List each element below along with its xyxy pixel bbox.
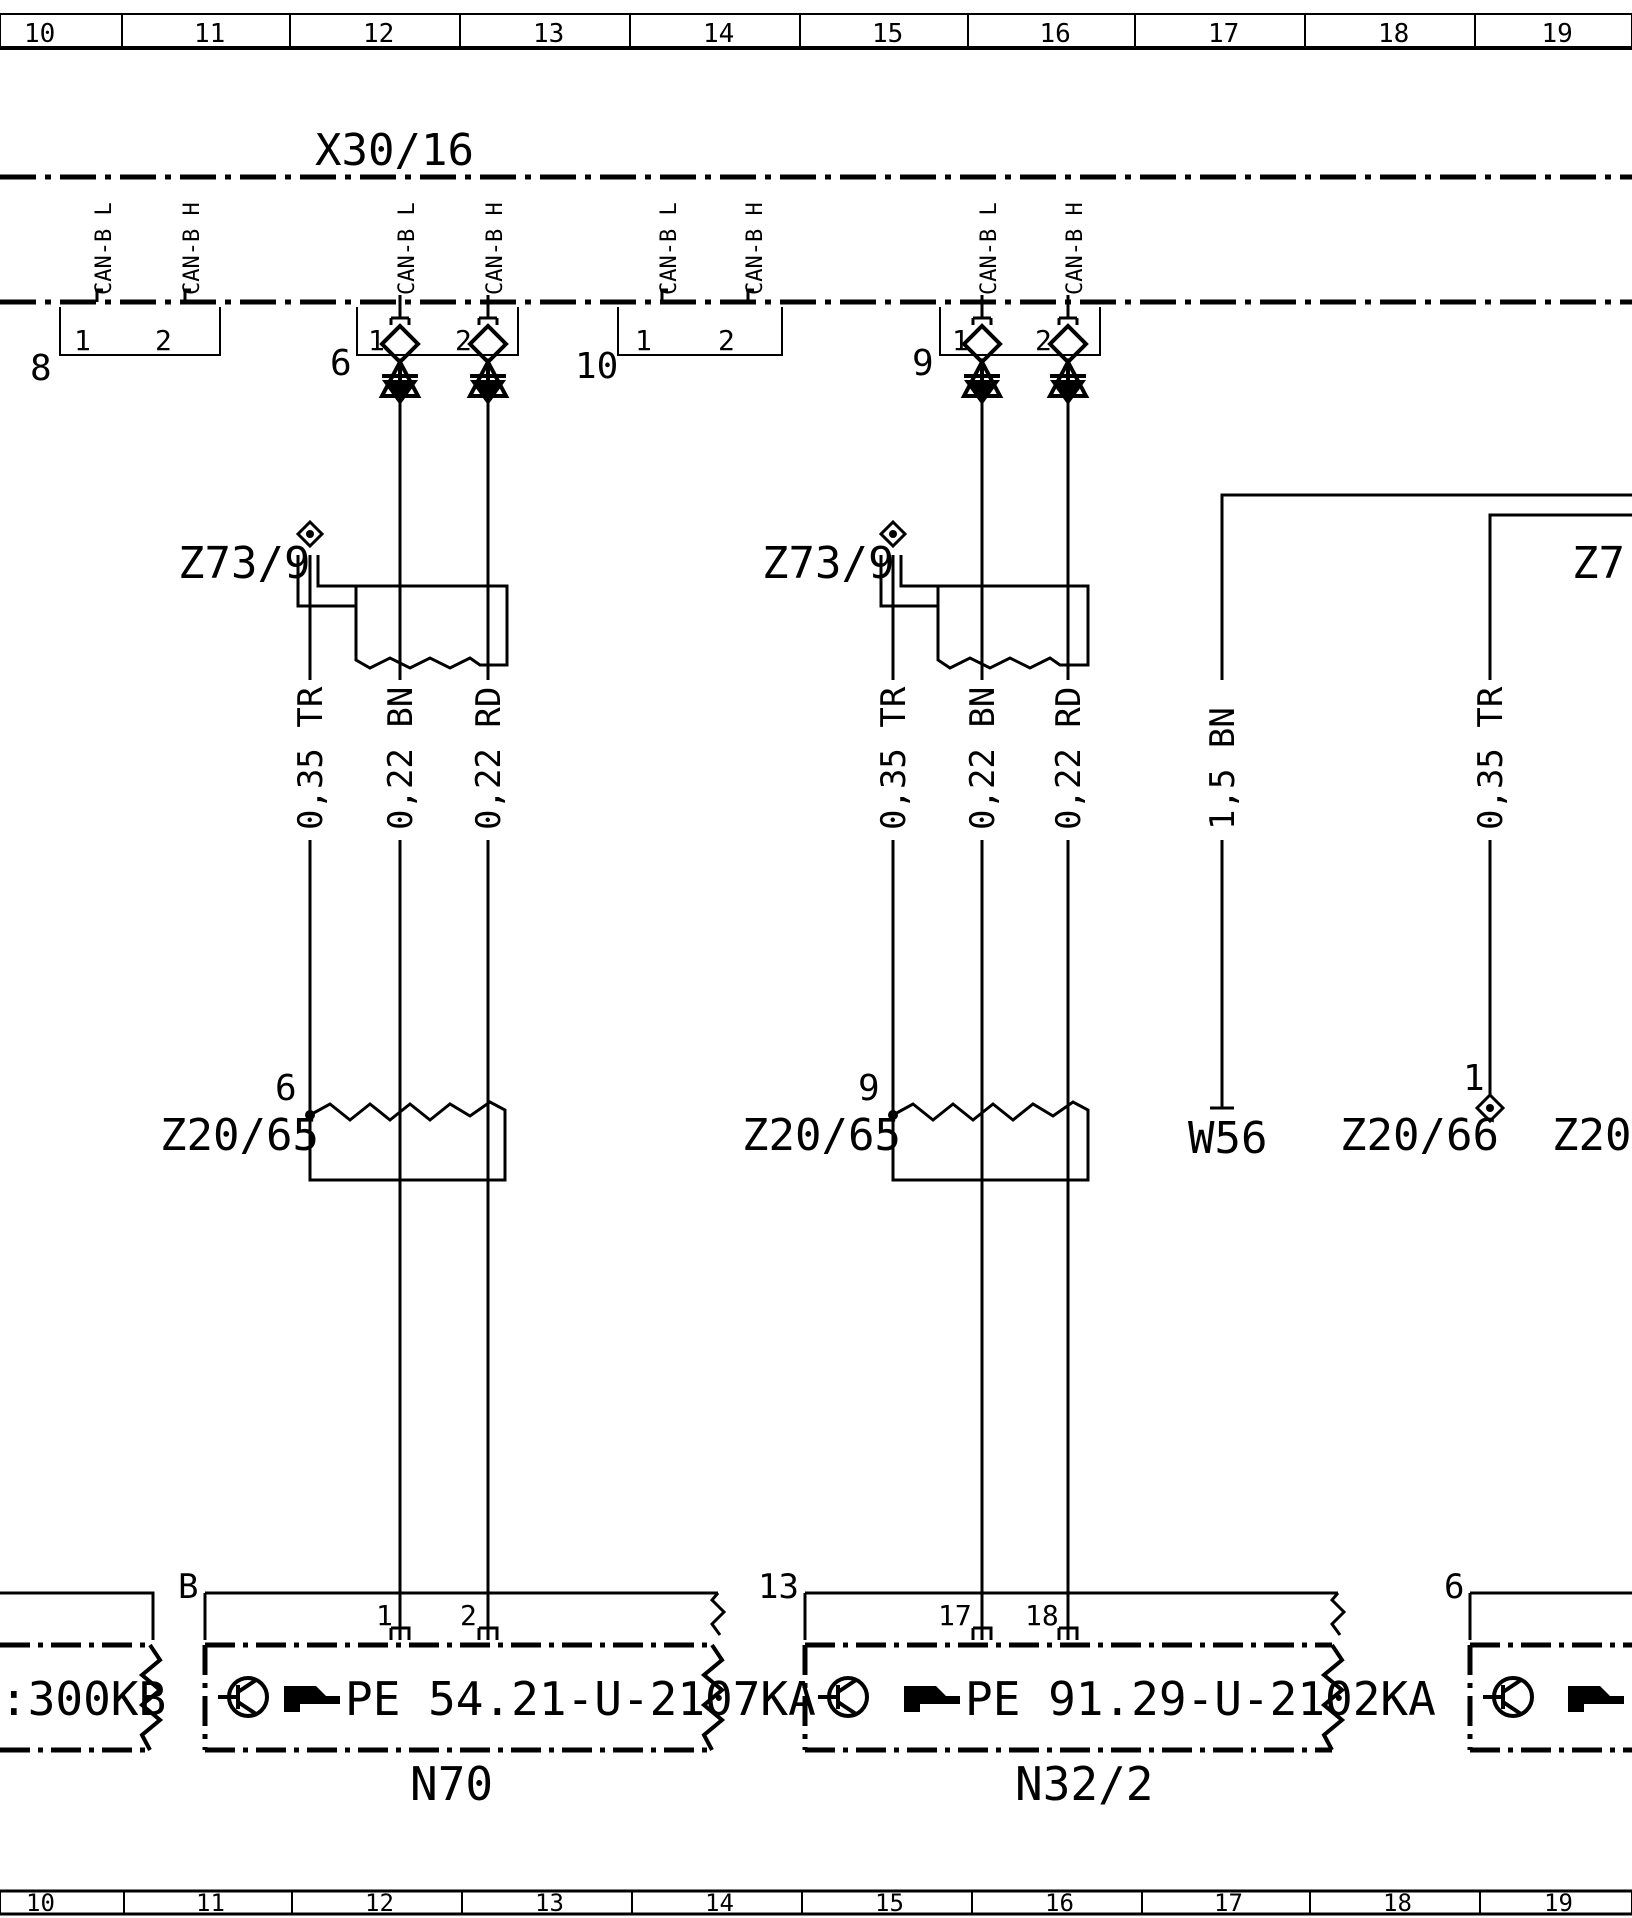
grid-top-label: 12	[363, 19, 394, 49]
module-partial-right: 6	[1444, 1567, 1632, 1753]
grid-bottom-label: 17	[1214, 1889, 1243, 1917]
transistor-icon	[218, 1676, 269, 1718]
z20-partial-label: Z20,	[1552, 1110, 1632, 1161]
z20-pin-left: 6	[275, 1068, 297, 1109]
grid-top-label: 17	[1208, 19, 1239, 49]
module-n70-pin-1: 1	[376, 1599, 393, 1632]
pin-block-8: 8 1 2	[30, 288, 221, 389]
block-number-6: 6	[330, 343, 352, 384]
module-n70-pin-2: 2	[460, 1599, 477, 1632]
can-b-label: CAN-B L	[657, 202, 682, 295]
grid-top-label: 16	[1040, 19, 1071, 49]
block-number-8: 8	[30, 348, 52, 389]
wire-label: 0,22 BN	[963, 687, 1003, 830]
module-n32-2-pin-17: 17	[938, 1599, 972, 1632]
transistor-icon	[818, 1676, 869, 1718]
w56-label: W56	[1188, 1113, 1267, 1164]
grid-bottom-label: 10	[26, 1889, 55, 1917]
wire-label: 1,5 BN	[1203, 707, 1243, 830]
module-partial-left: :300KB	[0, 1591, 166, 1753]
wire-label: 0,35 TR	[874, 686, 914, 830]
left-partial-ref: :300KB	[0, 1672, 166, 1726]
block-10-pin-1: 1	[635, 324, 652, 357]
grid-bottom-label: 16	[1045, 1889, 1074, 1917]
z20-pin-mid: 9	[858, 1068, 880, 1109]
wire-label: 0,22 RD	[1049, 687, 1089, 830]
block-8-pin-2: 2	[155, 324, 172, 357]
z20-66-pin: 1	[1463, 1058, 1485, 1099]
block-6-pin-2: 2	[455, 324, 472, 357]
pin-block-9: 9 1 2	[912, 307, 1101, 384]
grid-top-label: 18	[1378, 19, 1409, 49]
can-b-label: CAN-B H	[180, 202, 205, 295]
grid-bottom-label: 11	[196, 1889, 225, 1917]
module-n32-2-corner: 13	[758, 1567, 799, 1607]
z20-label-left: Z20/65	[160, 1110, 319, 1161]
block-number-10: 10	[575, 346, 618, 387]
block-6-pin-1: 1	[368, 324, 385, 357]
block-9-pin-2: 2	[1035, 324, 1052, 357]
grid-top-label: 15	[872, 19, 903, 49]
grid-top-label: 10	[24, 19, 55, 49]
grid-bottom-label: 15	[875, 1889, 904, 1917]
module-n70-ref: PE 54.21-U-2107KA	[345, 1672, 816, 1726]
grid-ruler-bottom: 10 11 12 13 14 15 16 17 18 19	[0, 1889, 1632, 1917]
reference-pointer-icon	[1568, 1686, 1624, 1712]
block-9-pin-1: 1	[952, 324, 969, 357]
block-10-pin-2: 2	[718, 324, 735, 357]
wire-group-n70: Z73/9 6 Z20/65 0,35 TR 0,22 BN 0,22 RD	[160, 295, 510, 1640]
grid-bottom-label: 14	[705, 1889, 734, 1917]
wire-label: 0,22 BN	[381, 687, 421, 830]
can-b-label: CAN-B L	[92, 202, 117, 295]
wire-group-n32-2: Z73/9 9 Z20/65 0,35 TR 0,22 BN 0,22 RD	[742, 295, 1090, 1640]
transistor-icon	[1483, 1676, 1534, 1718]
module-n70-name: N70	[410, 1757, 493, 1811]
z73-terminal-mid	[878, 519, 908, 549]
grid-bottom-label: 19	[1544, 1889, 1573, 1917]
pin-block-6: 6 1 2	[330, 307, 519, 384]
module-n32-2: 13 17 18 PE 91.29-U-2102KA N32/2	[758, 1567, 1436, 1811]
block-number-9: 9	[912, 343, 934, 384]
module-n32-2-name: N32/2	[1015, 1757, 1153, 1811]
grid-bottom-label: 13	[535, 1889, 564, 1917]
grid-top-label: 14	[703, 19, 734, 49]
wire-z20-66: 1 Z20/66 0,35 TR	[1340, 513, 1632, 1161]
wire-label: 0,35 TR	[291, 686, 331, 830]
can-b-label: CAN-B H	[743, 202, 768, 295]
z73-partial-label: Z7	[1572, 538, 1625, 589]
grid-bottom-label: 18	[1383, 1889, 1412, 1917]
can-b-label: CAN-B L	[977, 202, 1002, 295]
grid-top-label: 13	[533, 19, 564, 49]
wire-w56: W56 1,5 BN	[1188, 493, 1632, 1164]
can-b-label: CAN-B L	[395, 202, 420, 295]
z73-terminal-left	[295, 519, 325, 549]
block-8-pin-1: 1	[74, 324, 91, 357]
z73-label-mid: Z73/9	[762, 538, 894, 589]
connector-label-x30-16: X30/16	[315, 125, 474, 176]
z73-label-left: Z73/9	[178, 538, 310, 589]
z20-label-mid: Z20/65	[742, 1110, 901, 1161]
module-n70-corner: B	[178, 1567, 198, 1607]
grid-top-label: 19	[1542, 19, 1573, 49]
module-n32-2-pin-18: 18	[1025, 1599, 1059, 1632]
can-b-label: CAN-B H	[483, 202, 508, 295]
wire-label: 0,22 RD	[469, 687, 509, 830]
can-b-label: CAN-B H	[1063, 202, 1088, 295]
grid-ruler-top: 10 11 12 13 14 15 16 17 18 19	[0, 13, 1632, 50]
z20-66-label: Z20/66	[1340, 1110, 1499, 1161]
grid-top-label: 11	[194, 19, 225, 49]
wire-label: 0,35 TR	[1471, 686, 1511, 830]
reference-pointer-icon	[904, 1686, 960, 1712]
z20-66-terminal	[1474, 1092, 1506, 1124]
module-partial-right-corner: 6	[1444, 1567, 1464, 1607]
module-n70: B 1 2 PE 54.21-U-2107KA N70	[178, 1567, 816, 1811]
pin-block-10: 10 1 2	[575, 288, 783, 387]
grid-bottom-label: 12	[365, 1889, 394, 1917]
reference-pointer-icon	[284, 1686, 340, 1712]
module-n32-2-ref: PE 91.29-U-2102KA	[965, 1672, 1436, 1726]
